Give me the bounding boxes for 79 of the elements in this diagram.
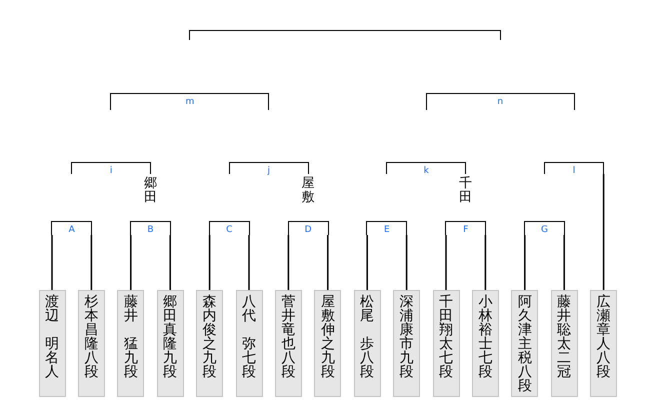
match-label: C <box>225 226 234 235</box>
player-name: 松尾 <box>360 295 375 323</box>
bracket-line <box>51 235 53 290</box>
bracket-line <box>248 235 250 290</box>
bracket-line <box>189 30 501 40</box>
bracket-line <box>169 235 171 290</box>
player-name: 阿久津主税八段 <box>517 295 532 393</box>
player-box <box>274 290 302 397</box>
player-box <box>393 290 420 397</box>
player-box <box>196 290 224 397</box>
player-box <box>156 290 184 397</box>
winner-name: 千田 <box>458 177 473 205</box>
match-label: i <box>108 167 114 176</box>
player-box <box>236 290 262 397</box>
player-name: 屋敷伸之九段 <box>320 295 336 379</box>
player-name: 渡辺 <box>44 295 60 323</box>
match-label: D <box>304 226 313 235</box>
winner-name: 郷田 <box>144 177 158 205</box>
player-name: 猛九段 <box>123 337 138 379</box>
player-name: 菅井竜也八段 <box>280 295 296 379</box>
match-label: F <box>462 226 470 235</box>
bracket-line <box>484 235 486 290</box>
match-label: G <box>540 226 549 235</box>
bracket-line <box>366 235 368 290</box>
bracket-line <box>445 221 486 235</box>
match-label: A <box>68 226 76 235</box>
player-box <box>472 290 499 397</box>
player-name: 千田翔太七段 <box>438 295 454 379</box>
match-label: B <box>146 226 155 235</box>
bracket-line <box>366 221 408 235</box>
bracket-line <box>130 235 132 290</box>
player-name: 弥七段 <box>242 337 256 379</box>
player-name: 広瀬章人八段 <box>596 295 612 379</box>
player-box <box>590 290 618 397</box>
player-box <box>78 290 105 397</box>
match-label: m <box>184 98 196 107</box>
bracket-line <box>130 221 171 235</box>
player-name: 森内俊之九段 <box>202 295 218 379</box>
player-name: 八代 <box>242 295 256 323</box>
bracket-line <box>602 174 604 290</box>
bracket-line <box>208 235 210 290</box>
player-box <box>314 290 342 397</box>
player-name: 藤井聡太二冠 <box>556 295 572 379</box>
player-name: 小林裕士七段 <box>478 295 493 379</box>
bracket-line <box>228 162 309 174</box>
bracket-line <box>90 235 92 290</box>
bracket-line <box>70 162 152 174</box>
match-label: l <box>572 167 576 176</box>
bracket-line <box>327 235 329 290</box>
bracket-line <box>544 162 604 174</box>
bracket-line <box>110 93 270 110</box>
bracket-line <box>445 235 447 290</box>
player-box <box>117 290 144 397</box>
player-box <box>38 290 66 397</box>
match-label: n <box>496 98 504 107</box>
player-name: 深浦康市九段 <box>399 295 414 379</box>
bracket-line <box>208 221 250 235</box>
bracket-line <box>426 93 575 110</box>
bracket-line <box>524 235 526 290</box>
bracket-line <box>51 221 92 235</box>
bracket-line <box>386 162 466 174</box>
player-name: 歩八段 <box>360 337 375 379</box>
match-label: j <box>266 167 271 176</box>
winner-name: 屋敷 <box>301 177 316 205</box>
bracket-line <box>406 235 408 290</box>
player-name: 郷田真隆九段 <box>162 295 178 379</box>
player-box <box>354 290 381 397</box>
player-box <box>432 290 460 397</box>
player-name: 明名人 <box>44 337 60 379</box>
bracket-line <box>288 221 329 235</box>
player-name: 藤井 <box>123 295 138 323</box>
match-label: k <box>422 167 430 176</box>
player-box <box>511 290 538 397</box>
bracket-line <box>288 235 290 290</box>
bracket-line <box>563 235 565 290</box>
player-name: 杉本昌隆八段 <box>84 295 99 379</box>
bracket-line <box>524 221 565 235</box>
match-label: E <box>383 226 391 235</box>
player-box <box>550 290 578 397</box>
